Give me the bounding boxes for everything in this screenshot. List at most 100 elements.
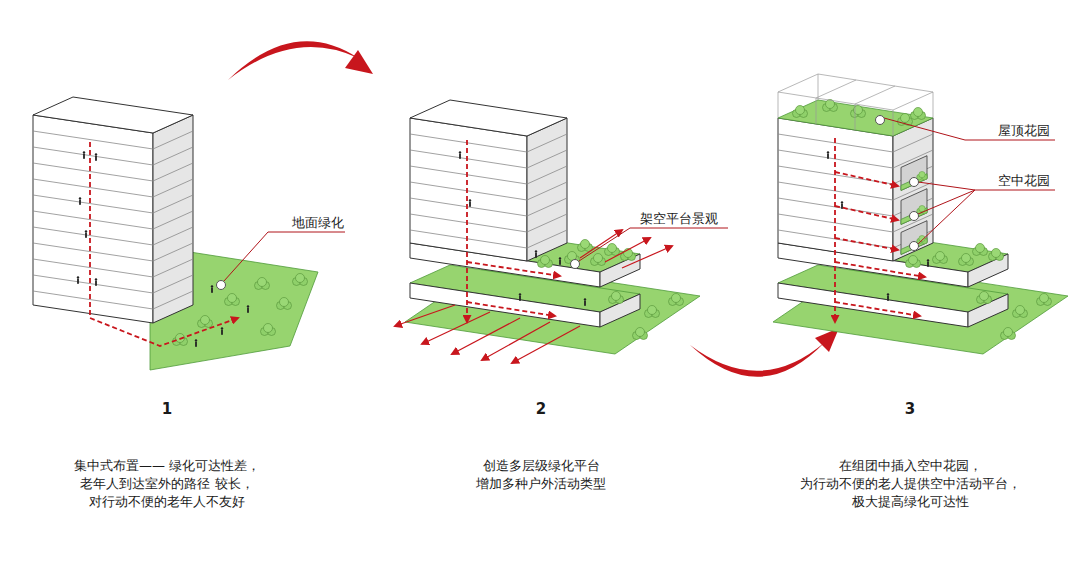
tree xyxy=(851,106,866,118)
tree xyxy=(198,316,213,328)
access-path xyxy=(835,238,898,250)
person xyxy=(95,153,97,161)
caption: 创造多层级绿化平台 增加多种户外活动类型 xyxy=(421,457,661,493)
transition-arrow xyxy=(228,41,358,80)
callout-dot xyxy=(571,260,580,269)
tree xyxy=(277,298,292,310)
sky-garden-recess xyxy=(901,156,927,191)
access-path xyxy=(835,172,898,186)
tree xyxy=(917,171,928,179)
person xyxy=(211,285,213,293)
callout-label: 地面绿化 xyxy=(292,214,344,232)
tree xyxy=(255,278,270,290)
sky-garden-recess xyxy=(901,221,927,255)
access-path xyxy=(466,140,468,322)
transition-arrow xyxy=(690,342,825,377)
activity-arrow xyxy=(482,322,550,360)
tower-front xyxy=(410,118,527,261)
tree xyxy=(605,244,620,256)
callout-label: 架空平台景观 xyxy=(640,210,718,228)
person xyxy=(195,339,197,347)
person xyxy=(535,250,537,257)
tree xyxy=(1013,306,1028,318)
tree xyxy=(989,249,1004,261)
tree xyxy=(261,324,276,336)
activity-arrow xyxy=(395,305,455,326)
callout-dot xyxy=(876,116,885,125)
tower-roof xyxy=(33,97,193,133)
callout-dot xyxy=(910,242,919,251)
callout-label: 屋顶花园 xyxy=(998,122,1050,140)
access-path xyxy=(835,206,898,220)
caption: 在组团中插入空中花园， 为行动不便的老人提供空中活动平台， 极大提高绿化可达性 xyxy=(790,457,1030,511)
callout-label: 空中花园 xyxy=(998,172,1050,190)
panel-number: 3 xyxy=(890,400,930,418)
sky-garden-recess xyxy=(901,189,927,225)
person xyxy=(927,259,929,267)
person xyxy=(83,151,85,159)
leader-line xyxy=(918,182,1055,244)
activity-arrow xyxy=(622,246,672,268)
person xyxy=(559,257,561,265)
callout-dot xyxy=(910,178,919,187)
callout-dot xyxy=(910,212,919,221)
activity-arrow xyxy=(512,326,580,363)
activity-arrow xyxy=(452,318,520,354)
access-path xyxy=(90,142,238,346)
person xyxy=(85,230,87,238)
person xyxy=(95,278,97,286)
caption: 集中式布置—— 绿化可达性差，老年人到达室外的路径 较长，对行动不便的老年人不友… xyxy=(47,457,287,511)
access-path xyxy=(835,262,925,277)
tree xyxy=(225,294,240,306)
tree xyxy=(591,254,606,266)
tree xyxy=(906,256,921,268)
tower-roof xyxy=(410,100,567,136)
floor-lines xyxy=(410,134,567,248)
tree xyxy=(933,252,948,264)
person xyxy=(827,151,829,159)
person xyxy=(247,305,249,313)
access-path xyxy=(467,262,560,276)
tree xyxy=(977,292,992,304)
roof-garden xyxy=(778,100,933,136)
tree xyxy=(1037,294,1052,306)
tree xyxy=(293,274,308,286)
platform-front xyxy=(778,283,968,327)
person xyxy=(469,199,471,207)
tree xyxy=(793,106,808,118)
person xyxy=(459,151,461,159)
person xyxy=(519,293,521,301)
person xyxy=(221,327,223,335)
leader-line xyxy=(579,228,728,261)
tree xyxy=(578,240,593,252)
panel-number: 1 xyxy=(147,400,187,418)
tree xyxy=(538,256,553,268)
roof-frame xyxy=(778,74,933,136)
tower-side xyxy=(893,118,933,261)
leader-line xyxy=(884,118,1055,140)
tree xyxy=(609,292,624,304)
transition-arrow-head xyxy=(345,50,373,74)
tree xyxy=(669,294,684,306)
floor-lines xyxy=(33,131,193,309)
tree xyxy=(973,244,988,256)
person xyxy=(77,276,79,284)
platform-front xyxy=(410,283,600,327)
tree xyxy=(1001,328,1016,340)
person xyxy=(584,298,586,306)
tree xyxy=(911,108,926,120)
tree xyxy=(959,254,974,266)
access-path xyxy=(467,302,555,316)
tree xyxy=(645,306,660,318)
person xyxy=(887,293,889,301)
person xyxy=(79,197,81,205)
access-path xyxy=(834,138,836,322)
access-path xyxy=(835,302,920,316)
tower-side xyxy=(527,118,567,261)
activity-arrow xyxy=(580,230,622,258)
leader-line xyxy=(224,232,345,281)
callout-dot xyxy=(217,281,226,290)
panel-number: 2 xyxy=(521,400,561,418)
tree xyxy=(633,328,648,340)
